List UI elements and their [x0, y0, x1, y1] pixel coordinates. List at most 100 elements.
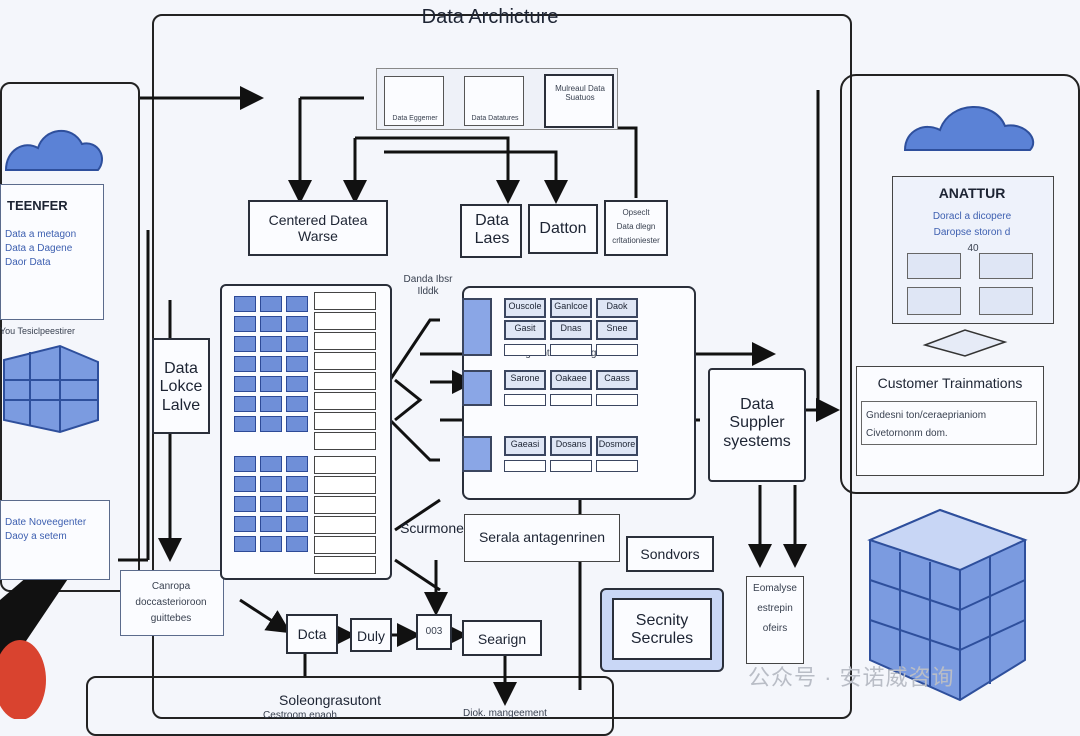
storage-cell: [286, 456, 308, 472]
storage-cell: [234, 316, 256, 332]
saraj-box: Serala antagenrinen: [464, 514, 620, 562]
spec-box: Eomalyse estrepin ofeirs: [746, 576, 804, 664]
processing-tile: Gasit: [504, 320, 546, 340]
storage-cell: [286, 496, 308, 512]
top-item-1: Data Eggemer: [384, 76, 444, 126]
dcta-box: Dcta: [286, 614, 338, 654]
storage-cell: [260, 456, 282, 472]
num-box: 003: [416, 614, 452, 650]
connector-lines: [0, 86, 1035, 719]
right-thumb-4: [979, 287, 1033, 315]
storage-cell: [286, 396, 308, 412]
right-thumb-1: [907, 253, 961, 279]
processing-tile-bar: [504, 344, 546, 356]
storage-cell: [260, 516, 282, 532]
storage-cell: [286, 356, 308, 372]
storage-cell: [260, 536, 282, 552]
processing-tile-bar: [550, 460, 592, 472]
storage-cell: [260, 496, 282, 512]
top-item-3: Mulreaul Data Suatuos: [544, 74, 614, 128]
right-thumb-2: [979, 253, 1033, 279]
duly-box: Duly: [350, 618, 392, 652]
right-section-card: Customer Trainmations Gndesni ton/ceraep…: [856, 366, 1044, 476]
searign-box: Searign: [462, 620, 542, 656]
processing-tile: Caass: [596, 370, 638, 390]
processing-tile: Oakaee: [550, 370, 592, 390]
left-feeder-label: You Tesiclpeestirer: [0, 326, 76, 336]
storage-cell: [234, 456, 256, 472]
processing-handle: [462, 298, 492, 356]
processing-tile-bar: [550, 344, 592, 356]
left-note-card: Date Noveegenter Daoy a setem: [0, 500, 110, 580]
storage-cell: [234, 396, 256, 412]
processing-tile: Dosmore: [596, 436, 638, 456]
data-lake-lave-box: Data Lokce Lalve: [152, 338, 210, 434]
storage-row: [314, 432, 376, 450]
storage-cell: [286, 376, 308, 392]
processing-tile-bar: [550, 394, 592, 406]
processing-tile: Dnas: [550, 320, 592, 340]
storage-cell: [260, 376, 282, 392]
storage-cell: [286, 476, 308, 492]
storage-cell: [260, 356, 282, 372]
processing-tile-bar: [504, 394, 546, 406]
storage-cell: [234, 356, 256, 372]
storage-cell: [286, 416, 308, 432]
top-item-2: Data Datatures: [464, 76, 524, 126]
left-info-card: TEENFER Data a metagon Data a Dagene Dao…: [0, 184, 104, 320]
storage-cell: [260, 296, 282, 312]
processing-tile: Ganlcoe: [550, 298, 592, 318]
processing-tile-bar: [596, 460, 638, 472]
processing-tile: Daok: [596, 298, 638, 318]
storage-cell: [286, 536, 308, 552]
bottom-line-2: Diok. mangeement: [463, 708, 547, 719]
storage-cell: [234, 476, 256, 492]
storage-row: [314, 392, 376, 410]
storage-cell: [234, 336, 256, 352]
watermark: 公众号 · 安诺威咨询: [748, 665, 955, 690]
scurmone-label: Scurmone: [400, 520, 464, 536]
storage-cell: [286, 516, 308, 532]
storage-row: [314, 352, 376, 370]
processing-tile-bar: [596, 394, 638, 406]
storage-row: [314, 536, 376, 554]
processing-tile: Gaeasi: [504, 436, 546, 456]
storage-row: [314, 516, 376, 534]
right-thumb-3: [907, 287, 961, 315]
left-frame: [0, 82, 140, 592]
processing-tile: Snee: [596, 320, 638, 340]
right-info-card: ANATTUR Doracl a dicopere Daropse storon…: [892, 176, 1054, 324]
storage-row: [314, 332, 376, 350]
processing-handle: [462, 370, 492, 406]
storage-row: [314, 312, 376, 330]
storage-row: [314, 456, 376, 474]
canropa-box: Canropa doccasterioroon guittebes: [120, 570, 224, 636]
processing-handle: [462, 436, 492, 472]
processing-tile: Dosans: [550, 436, 592, 456]
processing-tile-bar: [596, 344, 638, 356]
storage-cell: [260, 396, 282, 412]
storage-cell: [234, 296, 256, 312]
storage-row: [314, 476, 376, 494]
storage-cell: [234, 496, 256, 512]
data-link-label: Danda Ibsr Ilddk: [403, 274, 453, 297]
right-frame: [840, 74, 1080, 494]
storage-cell: [234, 376, 256, 392]
storage-cell: [286, 336, 308, 352]
storage-cell: [286, 296, 308, 312]
datton-box: Datton: [528, 204, 598, 254]
storage-row: [314, 496, 376, 514]
storage-cell: [260, 316, 282, 332]
storage-cell: [234, 536, 256, 552]
processing-tile: Sarone: [504, 370, 546, 390]
storage-row: [314, 556, 376, 574]
storage-row: [314, 292, 376, 310]
security-box: Secnity Secrules: [600, 588, 724, 672]
storage-cell: [260, 416, 282, 432]
bottom-line-1: Cestroom enaoh: [263, 710, 337, 721]
diagram-title: Data Archicture: [421, 6, 559, 28]
ops-box: Opseclt Data dlegn crltationiester: [604, 200, 668, 256]
processing-tile: Ouscole: [504, 298, 546, 318]
sondors-box: Sondvors: [626, 536, 714, 572]
storage-cell: [286, 316, 308, 332]
